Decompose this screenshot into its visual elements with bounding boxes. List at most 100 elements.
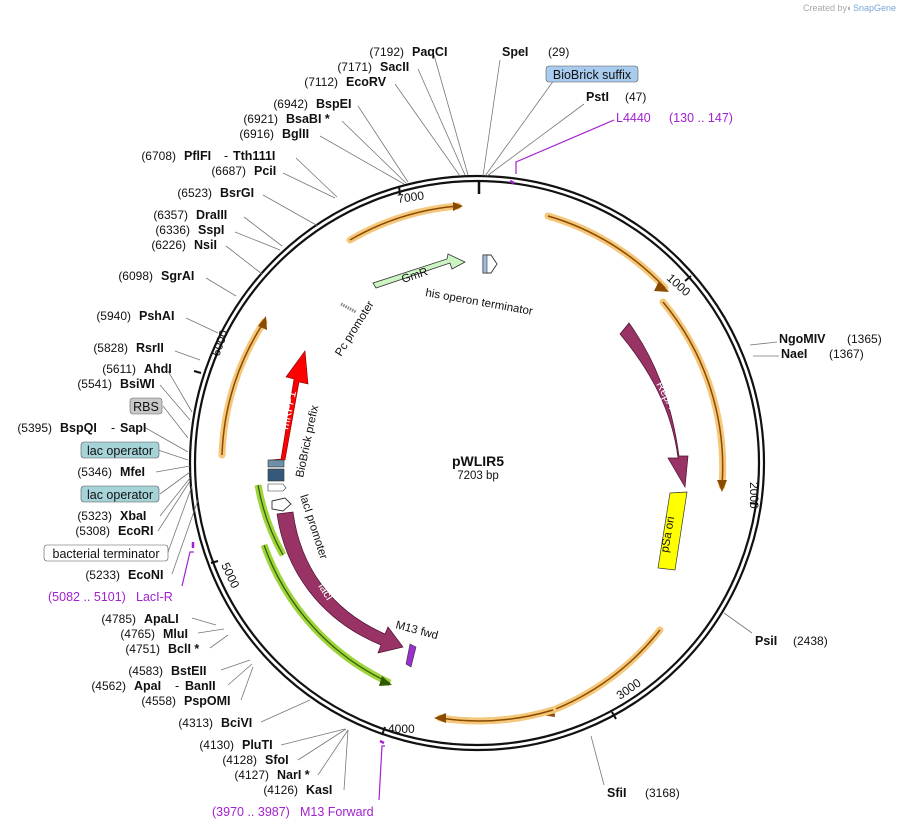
tick-mark-3000 xyxy=(611,711,617,720)
enzyme-sspi[interactable]: SspI xyxy=(198,223,224,237)
enzyme-tth111i[interactable]: Tth111I xyxy=(233,149,275,163)
feature-laci-promoter-arrow[interactable] xyxy=(271,497,292,512)
enzyme-bglii[interactable]: BglII xyxy=(282,127,309,141)
enzyme-bsrgi-pos: (6523) xyxy=(177,186,212,200)
orf-arc-2-line xyxy=(662,301,724,487)
feature-repa[interactable] xyxy=(619,322,689,489)
feature-his-terminator-box xyxy=(482,254,488,274)
enzyme-econi[interactable]: EcoNI xyxy=(128,568,163,582)
enzyme-pflfi[interactable]: PflFI xyxy=(184,149,211,163)
enzyme-apai-sep: - xyxy=(175,679,179,693)
enzyme-ahdi-pos: (5611) xyxy=(102,362,136,376)
enzyme-sfoi-pos: (4128) xyxy=(222,753,257,767)
orf-arc-6 xyxy=(346,202,462,244)
plasmid-name: pWLIR5 xyxy=(452,453,504,469)
orf-arc-3-line xyxy=(547,629,661,713)
enzyme-bsiwi[interactable]: BsiWI xyxy=(120,377,155,391)
enzyme-sacii[interactable]: SacII xyxy=(380,60,409,74)
biobrick-suffix-label: BioBrick suffix xyxy=(553,68,632,82)
enzyme-sfii[interactable]: SfiI xyxy=(607,786,626,800)
tick-mark-4000 xyxy=(381,726,386,736)
tick-label-5000: 5000 xyxy=(218,560,242,590)
primer-l4440-line xyxy=(515,119,615,174)
enzyme-ecorv[interactable]: EcoRV xyxy=(346,75,387,89)
enzyme-bspqi[interactable]: BspQI xyxy=(60,421,97,435)
orf-green-1-line xyxy=(257,484,284,556)
enzyme-ngomiv-pos: (1365) xyxy=(847,332,882,346)
enzyme-labels-right: SpeI (29) BioBrick suffix PstI (47) L444… xyxy=(502,45,882,800)
enzyme-naei[interactable]: NaeI xyxy=(781,347,807,361)
feature-mrfp1[interactable] xyxy=(269,350,309,461)
feature-pc-promoter[interactable] xyxy=(340,302,357,314)
enzyme-apai-pos: (4562) xyxy=(91,679,126,693)
enzyme-draiii[interactable]: DraIII xyxy=(196,208,227,222)
enzyme-psti[interactable]: PstI xyxy=(586,90,609,104)
feature-psa-ori[interactable] xyxy=(657,491,688,571)
orf-green-2-line xyxy=(263,544,391,684)
enzyme-sapi[interactable]: SapI xyxy=(120,421,146,435)
enzyme-bsteii[interactable]: BstEII xyxy=(171,664,206,678)
enzyme-rsrii[interactable]: RsrII xyxy=(136,341,164,355)
enzyme-nari[interactable]: NarI * xyxy=(277,768,310,782)
enzyme-nsii[interactable]: NsiI xyxy=(194,238,217,252)
leader-lines xyxy=(143,54,779,791)
feature-pc-promoter-label: Pc promoter xyxy=(333,299,376,359)
enzyme-bspei[interactable]: BspEI xyxy=(316,97,351,111)
orf-arcs xyxy=(218,202,727,725)
enzyme-mfei[interactable]: MfeI xyxy=(120,465,145,479)
enzyme-pluti-pos: (4130) xyxy=(199,738,234,752)
biobrick-suffix-box[interactable] xyxy=(545,65,639,83)
snapgene-logo-icon: ◖ xyxy=(846,3,851,13)
enzyme-sgrai[interactable]: SgrAI xyxy=(161,269,194,283)
enzyme-ahdi[interactable]: AhdI xyxy=(144,362,172,376)
bacterial-terminator-box[interactable] xyxy=(43,544,169,562)
enzyme-apali[interactable]: ApaLI xyxy=(144,612,179,626)
enzyme-bcli[interactable]: BclI * xyxy=(168,642,199,656)
enzyme-paqci[interactable]: PaqCI xyxy=(412,45,447,59)
lac-operator-box-1[interactable] xyxy=(80,441,160,459)
enzyme-banii[interactable]: BanII xyxy=(185,679,216,693)
watermark-brand: SnapGene xyxy=(853,3,896,13)
enzyme-pluti[interactable]: PluTI xyxy=(242,738,273,752)
enzyme-bsabi[interactable]: BsaBI * xyxy=(286,112,330,126)
enzyme-kasi[interactable]: KasI xyxy=(306,783,332,797)
enzyme-pcii[interactable]: PciI xyxy=(254,164,276,178)
primer-laci-r[interactable]: LacI-R xyxy=(136,590,173,604)
enzyme-pspomi[interactable]: PspOMI xyxy=(184,694,231,708)
feature-his-terminator-label: his operon terminator xyxy=(424,287,533,318)
orf-arc-5-head xyxy=(258,316,267,330)
enzyme-bspqi-sep: - xyxy=(111,421,115,435)
enzyme-psii[interactable]: PsiI xyxy=(755,634,777,648)
enzyme-mlui[interactable]: MluI xyxy=(163,627,188,641)
plasmid-size: 7203 bp xyxy=(457,470,499,482)
enzyme-paqci-pos: (7192) xyxy=(369,45,404,59)
rbs-box[interactable] xyxy=(129,397,163,415)
feature-m13-fwd[interactable] xyxy=(405,643,417,668)
orf-arc-5 xyxy=(218,318,268,459)
lac-operator-box-2[interactable] xyxy=(80,485,160,503)
enzyme-sfoi[interactable]: SfoI xyxy=(265,753,289,767)
enzyme-spei[interactable]: SpeI xyxy=(502,45,528,59)
feature-m13-fwd-label: M13 fwd xyxy=(394,619,439,642)
enzyme-bcivi[interactable]: BciVI xyxy=(221,716,252,730)
enzyme-xbai[interactable]: XbaI xyxy=(120,509,146,523)
feature-mrfp1-label: mRFP1 xyxy=(279,390,299,431)
enzyme-apai[interactable]: ApaI xyxy=(134,679,161,693)
enzyme-bsrgi[interactable]: BsrGI xyxy=(220,186,254,200)
enzyme-pshai[interactable]: PshAI xyxy=(139,309,174,323)
enzyme-ngomiv[interactable]: NgoMIV xyxy=(779,332,826,346)
orf-arc-1-head xyxy=(654,281,669,292)
feature-rbs-block xyxy=(267,459,285,468)
orf-arc-5-line xyxy=(221,321,265,456)
enzyme-psti-pos: (47) xyxy=(625,90,646,104)
orf-arc-2-head xyxy=(717,480,727,492)
primer-l4440[interactable]: L4440 xyxy=(616,111,651,125)
primer-laci-r-range: (5082 .. 5101) xyxy=(48,590,126,604)
enzyme-ecori[interactable]: EcoRI xyxy=(118,524,153,538)
primer-m13-forward-line xyxy=(378,745,385,801)
primer-m13-forward[interactable]: M13 Forward xyxy=(300,805,374,819)
feature-laci[interactable] xyxy=(276,511,404,654)
feature-gmr[interactable] xyxy=(372,253,466,289)
enzyme-psii-pos: (2438) xyxy=(793,634,828,648)
